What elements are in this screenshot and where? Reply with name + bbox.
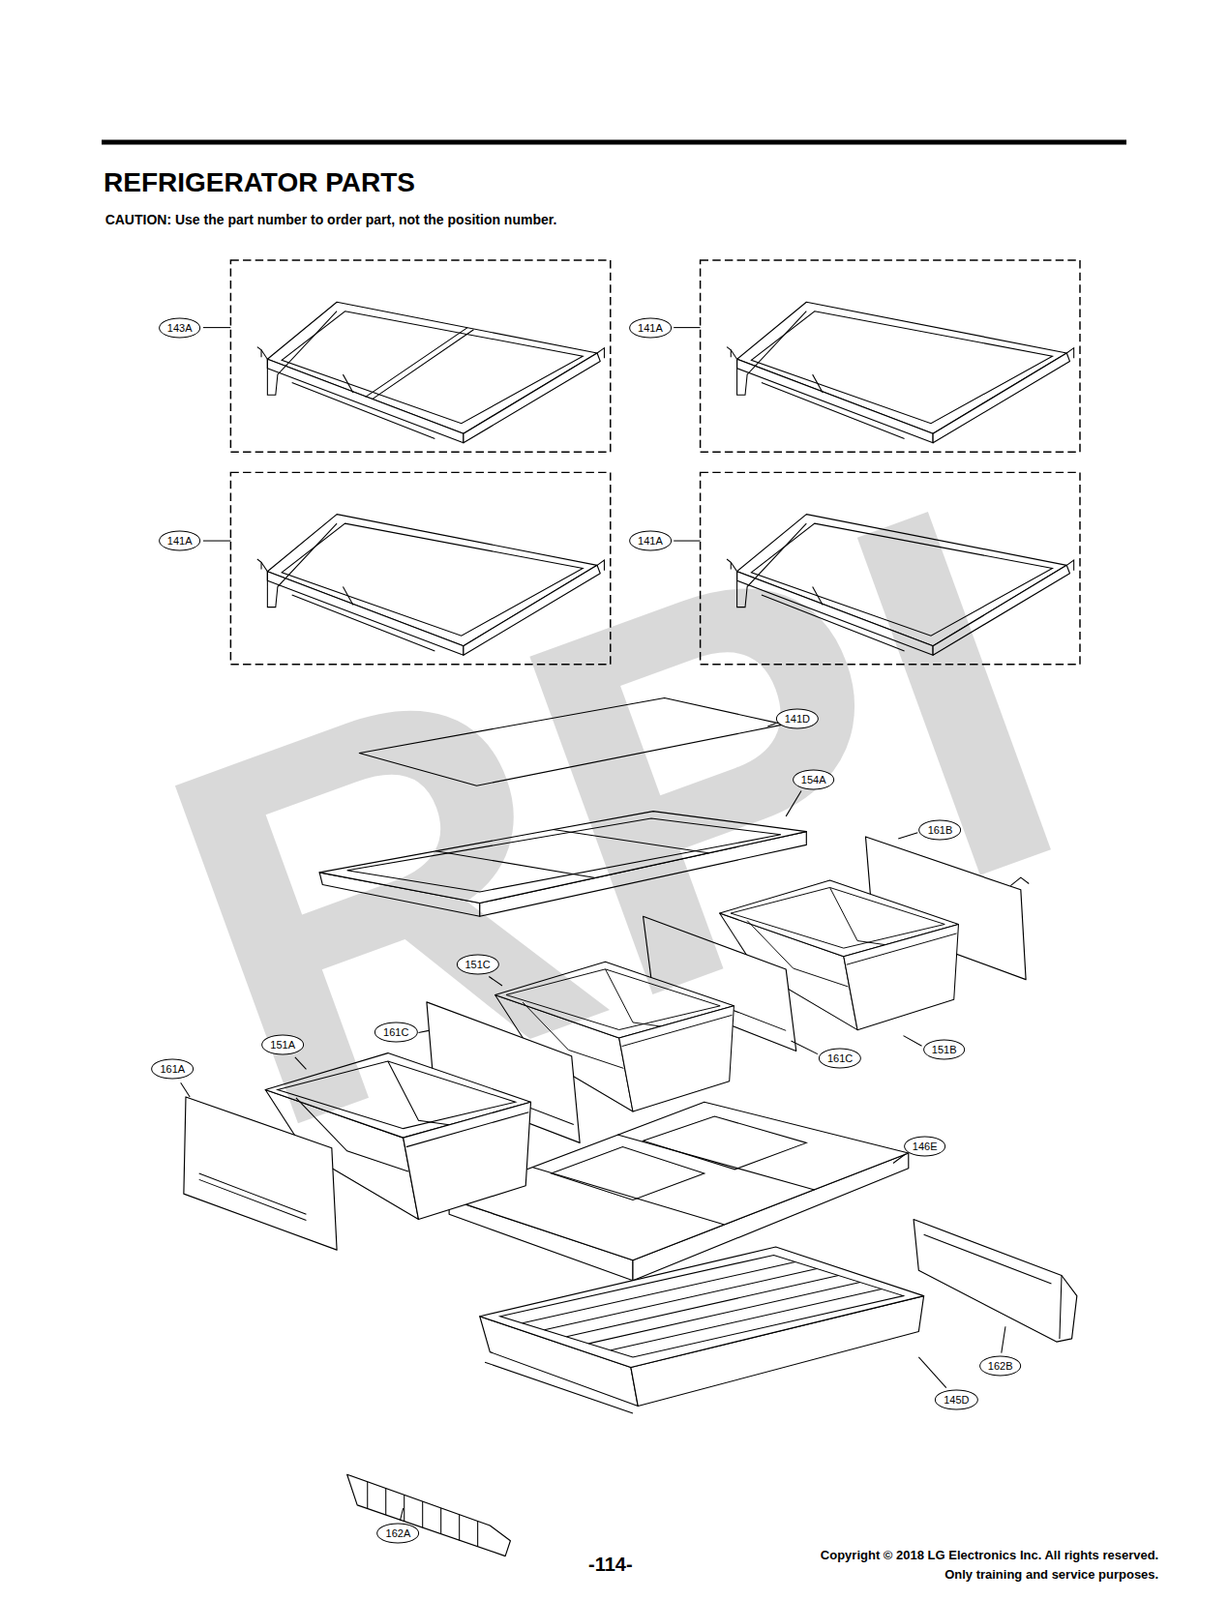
callout-number: 161B xyxy=(919,819,962,840)
leader-line xyxy=(203,540,231,542)
callout-number: 154A xyxy=(792,769,836,790)
callout-number: 143A xyxy=(158,317,202,338)
dashed-box xyxy=(230,260,610,452)
pan-ribs xyxy=(522,1261,882,1350)
leader-line xyxy=(903,1036,923,1048)
leader-line xyxy=(918,1357,946,1389)
leader-line xyxy=(1001,1326,1006,1353)
leader-line xyxy=(790,1041,817,1055)
callout-number: 151B xyxy=(923,1040,966,1061)
shelf xyxy=(257,301,605,444)
callout-number: 151A xyxy=(261,1035,304,1056)
pan-rim xyxy=(479,1247,925,1368)
callout-number: 141A xyxy=(158,531,202,552)
header-rule xyxy=(101,140,1127,146)
dashed-box xyxy=(700,260,1080,452)
cover-panel xyxy=(643,1116,808,1170)
leader-line xyxy=(399,1508,403,1522)
callout-number: 161C xyxy=(818,1048,862,1069)
pan-runner xyxy=(484,1362,633,1414)
rail-cover xyxy=(347,1474,511,1557)
caution-note: CAUTION: Use the part number to order pa… xyxy=(105,211,558,228)
watermark: RPI xyxy=(114,421,1112,1211)
copyright-note: Copyright © 2018 LG Electronics Inc. All… xyxy=(819,1546,1159,1585)
callout-number: 151C xyxy=(455,954,499,975)
rail-slats xyxy=(367,1482,479,1548)
shelf xyxy=(726,301,1075,444)
cover-divider xyxy=(533,1135,815,1226)
leader-line xyxy=(203,327,231,329)
callout-number: 141A xyxy=(629,531,672,552)
page-title: REFRIGERATOR PARTS xyxy=(103,167,416,199)
callout-number: 141A xyxy=(629,317,672,338)
leader-line xyxy=(673,327,700,329)
callout-number: 146E xyxy=(903,1136,947,1157)
cover-panel xyxy=(551,1147,705,1201)
callout-number: 162B xyxy=(979,1356,1022,1378)
pan-inner xyxy=(500,1255,904,1357)
leader-line xyxy=(893,1154,906,1164)
page-number: -114- xyxy=(588,1554,633,1577)
rail-detail xyxy=(924,1234,1062,1340)
callout-number: 161A xyxy=(150,1059,194,1080)
leader-line xyxy=(180,1082,190,1098)
rail-cover xyxy=(913,1220,1078,1344)
callout-number: 145D xyxy=(934,1390,978,1411)
callout-number: 162A xyxy=(377,1524,420,1545)
shelf-divider xyxy=(365,328,475,400)
callout-number: 161C xyxy=(374,1022,418,1044)
callout-number: 141D xyxy=(776,708,819,729)
